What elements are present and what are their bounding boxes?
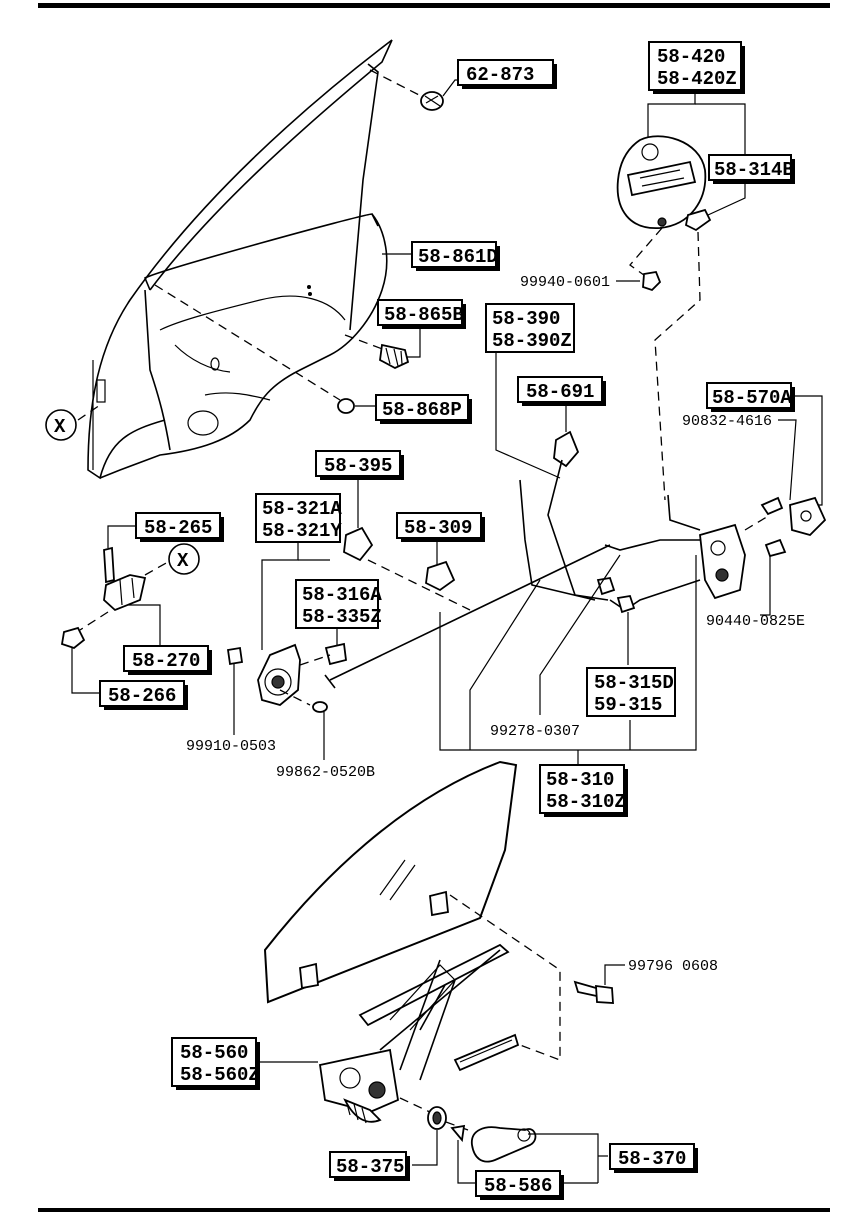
- label-90440-0825e: 90440-0825E: [706, 538, 805, 630]
- part-number-text: 58-560Z: [180, 1064, 260, 1086]
- part-number-text: 58-310Z: [546, 791, 626, 813]
- x-reference-right: X: [168, 543, 200, 575]
- label-58-691: 58-691: [517, 376, 606, 468]
- part-number-text: 99796 0608: [628, 958, 718, 975]
- label-58-310: 58-310 58-310Z: [439, 555, 697, 817]
- part-number-text: 58-315D: [594, 672, 674, 694]
- part-number-text: 62-873: [466, 64, 534, 86]
- part-number-text: 58-310: [546, 769, 614, 791]
- part-number-text: 59-315: [594, 694, 662, 716]
- part-number-text: 58-861D: [418, 246, 498, 268]
- label-62-873: 62-873: [457, 59, 557, 89]
- label-99278-0307: 99278-0307: [490, 554, 621, 740]
- label-58-586: 58-586: [457, 1140, 598, 1200]
- inside-handle: [257, 643, 331, 706]
- label-58-265: 58-265: [107, 512, 224, 548]
- part-number-text: 99278-0307: [490, 723, 580, 740]
- part-number-text: 58-370: [618, 1148, 686, 1170]
- label-58-420: 58-420 58-420Z: [647, 41, 746, 155]
- x-mark-text: X: [54, 416, 66, 438]
- label-58-309: 58-309: [396, 512, 485, 592]
- part-number-text: 58-316A: [302, 584, 382, 606]
- label-58-266: 58-266: [60, 611, 188, 710]
- door-glass: [263, 760, 518, 1004]
- outside-handle: [616, 135, 707, 279]
- part-number-text: 58-560: [180, 1042, 248, 1064]
- part-number-text: 58-375: [336, 1156, 404, 1178]
- label-58-868p: 58-868P: [154, 284, 472, 424]
- part-number-text: 90440-0825E: [706, 613, 805, 630]
- label-58-570a: 58-570A: [706, 382, 823, 506]
- clip-62-873: [369, 69, 466, 111]
- label-99862-0520b: 99862-0520B: [276, 689, 375, 781]
- label-58-316a: 58-316A 58-335Z: [295, 579, 382, 666]
- part-number-text: 90832-4616: [682, 413, 772, 430]
- label-58-315d: 58-315D 59-315: [586, 576, 676, 717]
- x-mark-text: X: [177, 550, 189, 572]
- label-58-375: 58-375: [329, 1106, 447, 1181]
- part-number-text: 99940-0601: [520, 274, 610, 291]
- label-58-321a: 58-321A 58-321Y: [255, 493, 342, 650]
- part-number-text: 99910-0503: [186, 738, 276, 755]
- part-number-text: 58-335Z: [302, 606, 382, 628]
- part-number-text: 58-265: [144, 517, 212, 539]
- part-number-text: 58-586: [484, 1175, 552, 1197]
- top-border: [38, 3, 830, 8]
- label-99910-0503: 99910-0503: [186, 646, 276, 755]
- part-number-text: 58-314B: [714, 159, 794, 181]
- label-58-270: 58-270: [123, 604, 212, 675]
- part-number-text: 58-321Y: [262, 520, 342, 542]
- rods: [324, 459, 701, 689]
- inside-lock-knob: [103, 546, 169, 612]
- label-58-370: 58-370: [609, 1143, 698, 1173]
- window-regulator: [318, 894, 561, 1124]
- label-90832-4616: 90832-4616: [682, 413, 797, 516]
- part-number-text: 58-420: [657, 46, 725, 68]
- label-58-861d: 58-861D: [382, 241, 500, 271]
- label-58-560: 58-560 58-560Z: [171, 1037, 318, 1090]
- part-number-text: 58-266: [108, 685, 176, 707]
- label-99940-0601: 99940-0601: [520, 270, 662, 292]
- part-number-text: 58-570A: [712, 387, 792, 409]
- part-number-text: 58-390Z: [492, 330, 572, 352]
- part-number-text: 58-321A: [262, 498, 342, 520]
- part-number-text: 58-865B: [384, 304, 464, 326]
- part-number-text: 99862-0520B: [276, 764, 375, 781]
- part-number-text: 58-868P: [382, 399, 462, 421]
- part-number-text: 58-390: [492, 308, 560, 330]
- part-number-text: 58-270: [132, 650, 200, 672]
- door-panel: [87, 39, 393, 480]
- part-number-text: 58-309: [404, 517, 472, 539]
- label-99796-0608: 99796 0608: [573, 958, 718, 1004]
- x-reference-left: X: [45, 404, 101, 441]
- part-number-text: 58-691: [526, 381, 594, 403]
- label-58-314b: 58-314B: [654, 154, 795, 501]
- part-number-text: 58-420Z: [657, 68, 737, 90]
- part-number-text: 58-395: [324, 455, 392, 477]
- label-58-390: 58-390 58-390Z: [485, 303, 575, 479]
- label-58-395: 58-395: [315, 450, 471, 611]
- bottom-border: [38, 1208, 830, 1212]
- door-latch: [699, 496, 827, 600]
- label-58-865b: 58-865B: [344, 299, 466, 370]
- window-crank-handle: [445, 1121, 608, 1183]
